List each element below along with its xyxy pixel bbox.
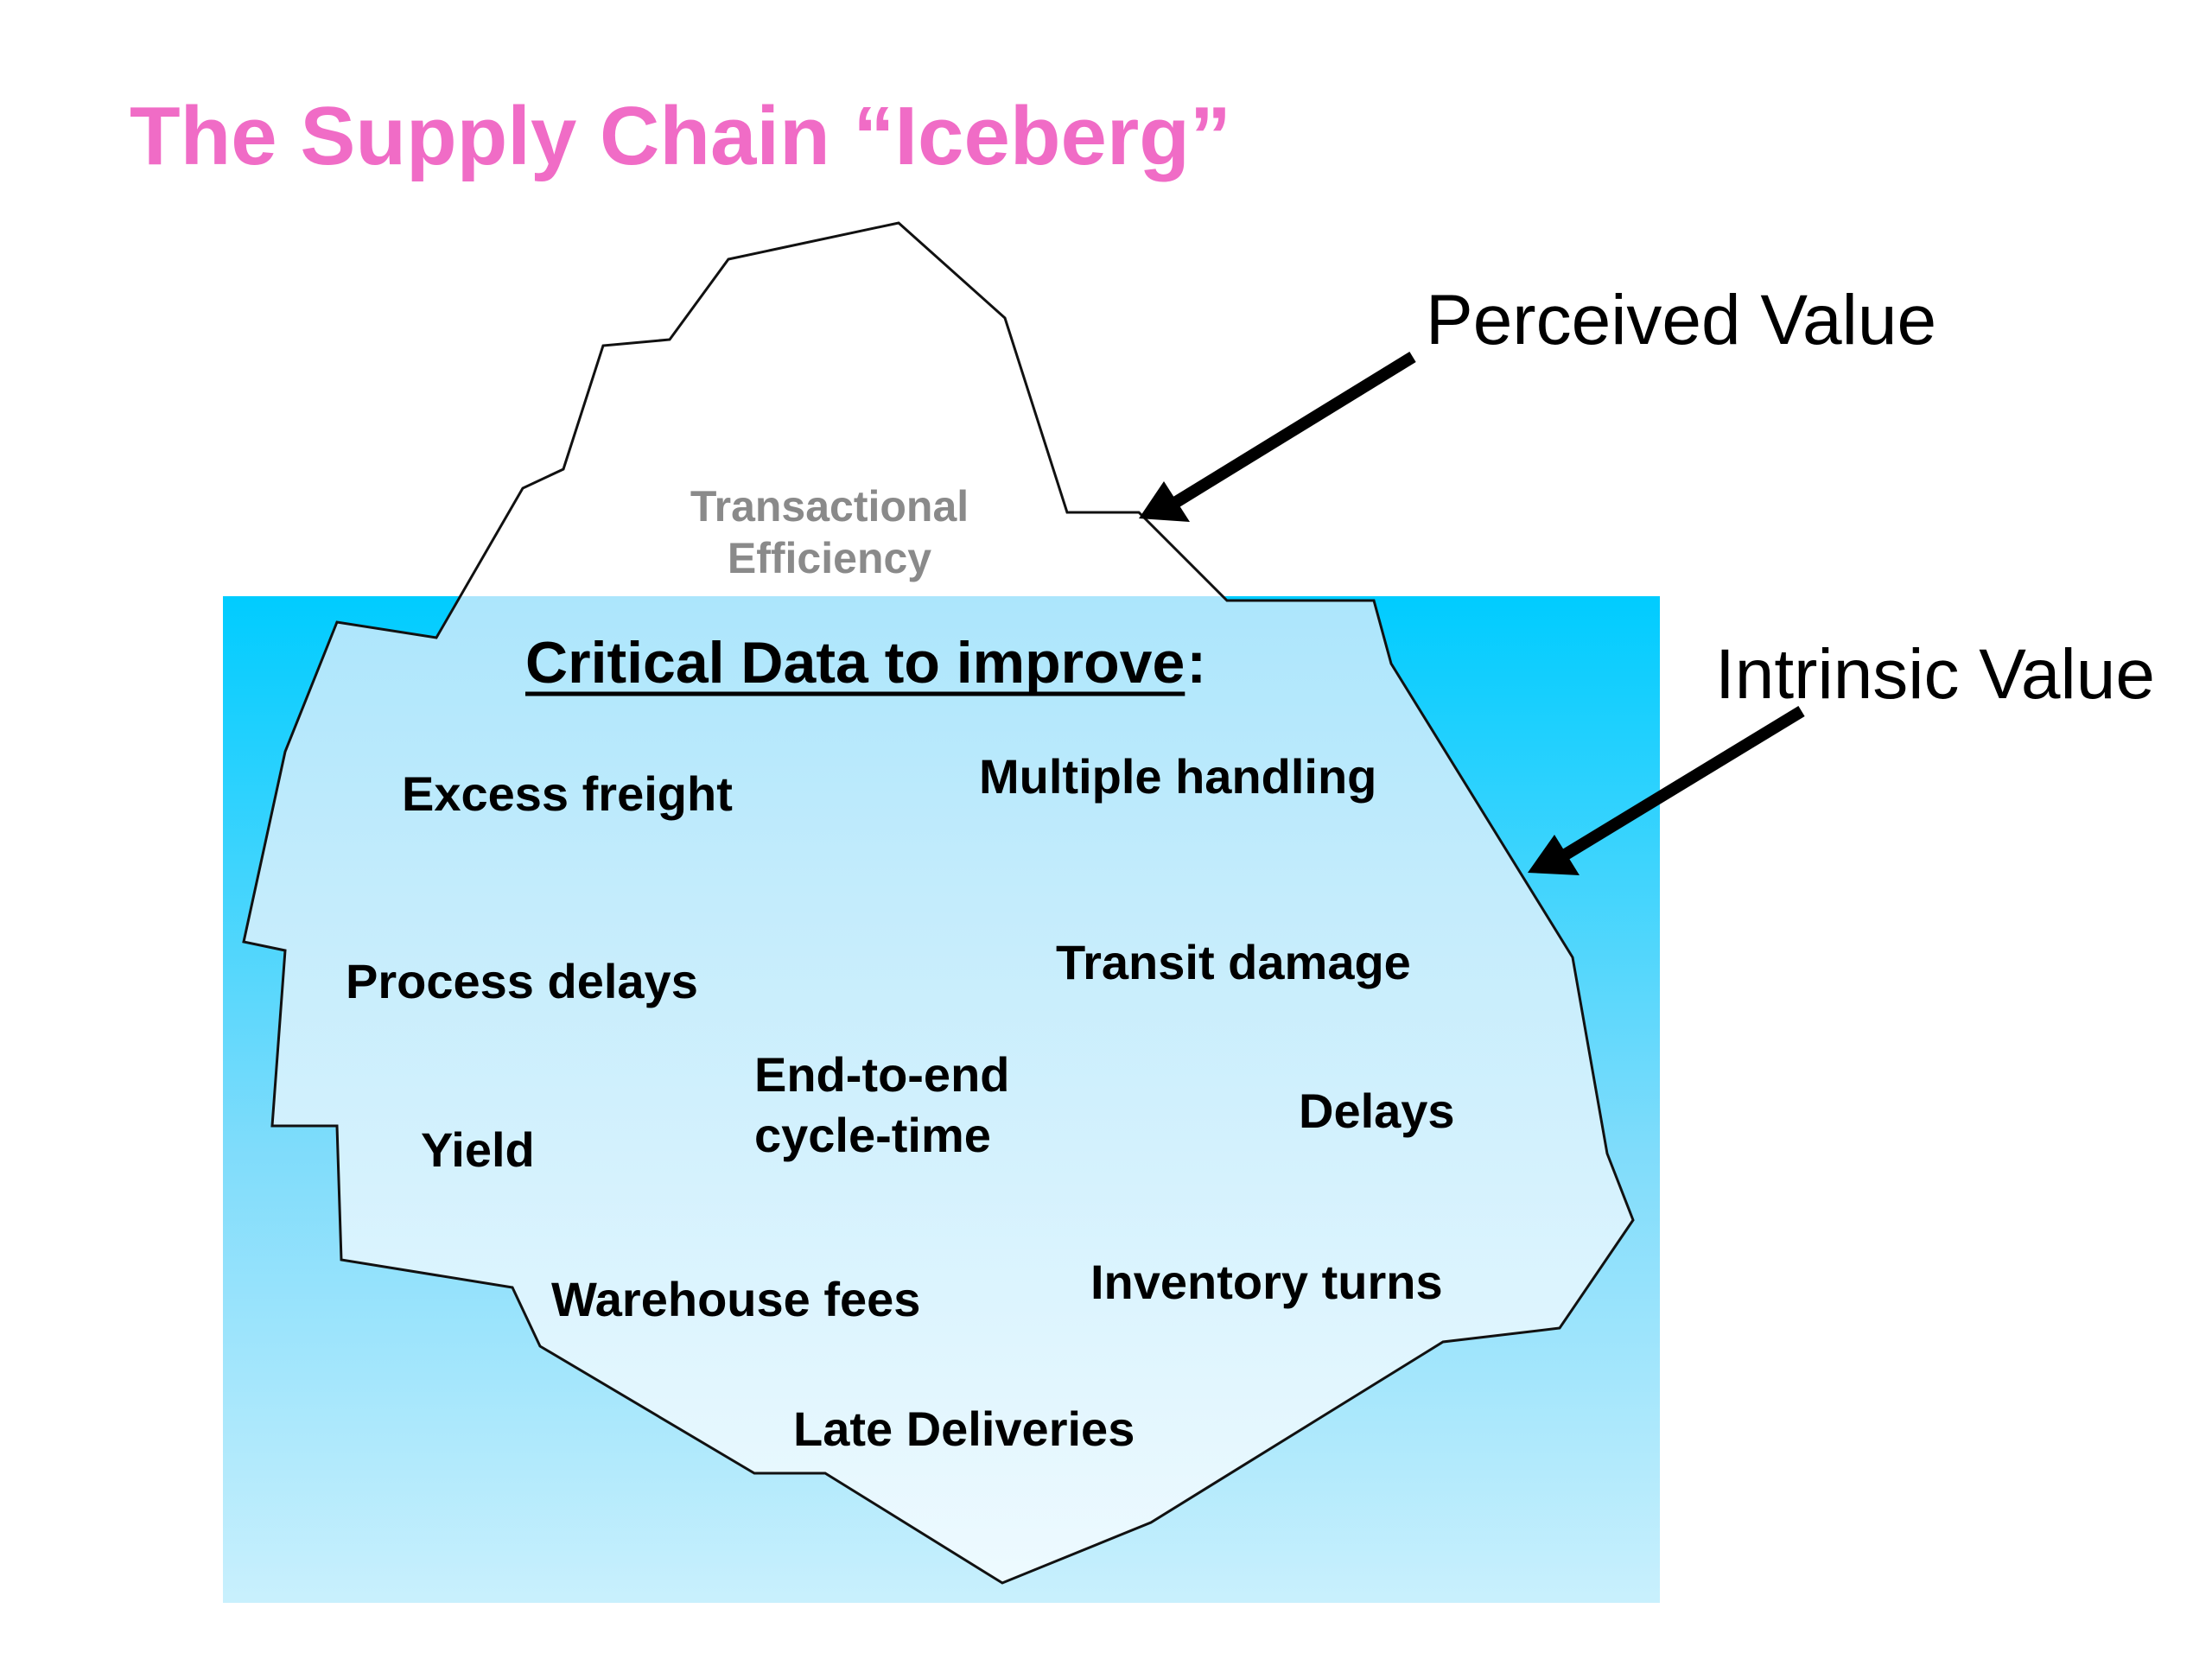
perceived-value-label: Perceived Value [1426, 281, 1936, 359]
critical-data-heading: Critical Data to improve [525, 630, 1185, 696]
transactional-efficiency-line1: Transactional [690, 482, 969, 531]
item-end-to-end-line1: End-to-end [754, 1047, 1009, 1102]
critical-data-colon: : [1186, 630, 1206, 696]
intrinsic-value-label: Intrinsic Value [1715, 635, 2155, 714]
item-late-deliveries: Late Deliveries [793, 1402, 1135, 1456]
item-end-to-end-line2: cycle-time [754, 1108, 991, 1162]
item-inventory-turns: Inventory turns [1090, 1255, 1443, 1309]
iceberg-tip [460, 223, 1223, 596]
iceberg-underwater [244, 596, 1633, 1583]
intrinsic-value-arrow [1528, 706, 1805, 875]
item-delays: Delays [1299, 1084, 1455, 1138]
item-excess-freight: Excess freight [402, 766, 733, 821]
transactional-efficiency-line2: Efficiency [728, 534, 931, 582]
item-transit-damage: Transit damage [1056, 935, 1411, 989]
iceberg-outline [242, 221, 1635, 1585]
item-process-delays: Process delays [346, 954, 698, 1008]
item-warehouse-fees: Warehouse fees [551, 1272, 920, 1326]
item-multiple-handling: Multiple handling [979, 749, 1376, 804]
slide-title: The Supply Chain “Iceberg” [130, 90, 1231, 182]
perceived-value-arrow [1139, 352, 1416, 522]
item-yield: Yield [421, 1122, 535, 1177]
